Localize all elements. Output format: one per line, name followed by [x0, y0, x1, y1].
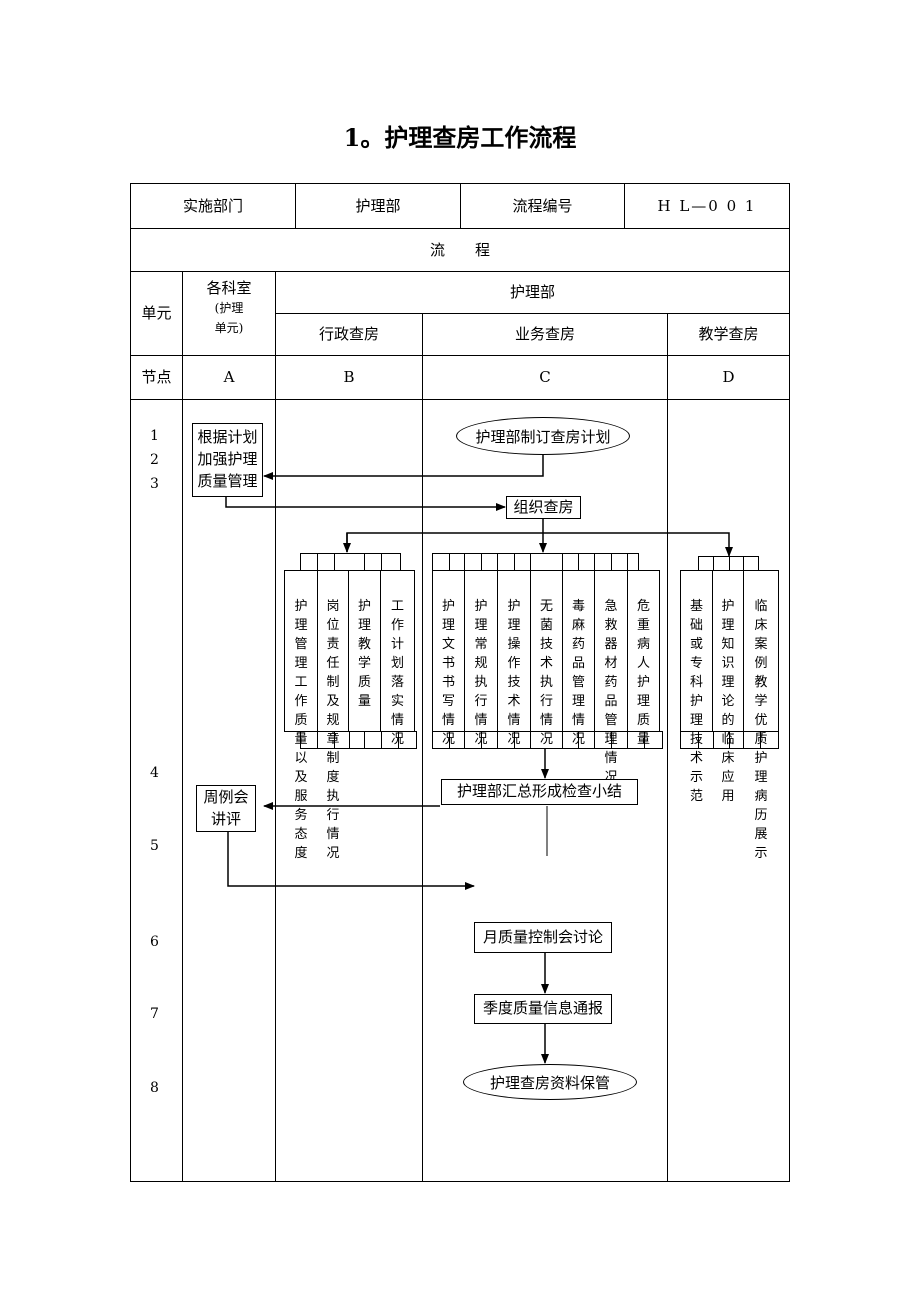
step-monthly: 月质量控制会讨论	[474, 922, 612, 953]
step-plan: 护理部制订查房计划	[456, 417, 630, 455]
flow-label: 流 程	[429, 240, 490, 259]
code-value: H L—0 0 1	[657, 196, 757, 215]
row-number: 8	[150, 1080, 159, 1096]
node-d: D	[722, 368, 735, 387]
col-a-sub2: 单元)	[214, 321, 244, 336]
step-organize: 组织查房	[506, 496, 581, 519]
col-d-header: 教学查房	[698, 325, 759, 344]
step-archive: 护理查房资料保管	[463, 1064, 637, 1100]
node-b: B	[343, 368, 355, 387]
col-a-title: 各科室	[206, 279, 252, 297]
unit-label: 单元	[141, 304, 172, 323]
teaching-item: 护理知识理论的临床应用	[712, 570, 744, 804]
business-item: 毒麻药品管理情况	[562, 570, 595, 747]
row-number: 1	[150, 428, 159, 444]
row-number: 3	[150, 476, 159, 492]
business-item: 急救器材药品管理情况	[594, 570, 628, 785]
col-b-header: 行政查房	[318, 325, 379, 344]
business-item: 护理常规执行情况	[464, 570, 498, 747]
step-quarterly: 季度质量信息通报	[474, 994, 612, 1024]
code-label: 流程编号	[512, 196, 573, 215]
node-a: A	[223, 368, 235, 387]
dept-label: 实施部门	[182, 196, 243, 215]
dept-value: 护理部	[355, 196, 401, 215]
step-summary: 护理部汇总形成检查小结	[441, 779, 638, 805]
col-a-sub: (护理	[214, 301, 244, 316]
admin-item: 工作计划落实情况	[380, 570, 415, 747]
row-number: 7	[150, 1006, 159, 1022]
business-item: 无菌技术执行情况	[530, 570, 563, 747]
row-number: 5	[150, 838, 159, 854]
teaching-item: 基础或专科护理技术示范	[680, 570, 713, 804]
row-number: 2	[150, 452, 159, 468]
nursing-dept-header: 护理部	[509, 283, 555, 302]
admin-item: 岗位责任制及规章制度执行情况	[317, 570, 349, 861]
admin-item: 护理教学质量	[348, 570, 381, 732]
row-number: 4	[150, 765, 159, 781]
col-c-header: 业务查房	[514, 325, 575, 344]
business-item: 护理文书书写情况	[432, 570, 465, 747]
page-title: 1。护理查房工作流程	[343, 123, 577, 152]
admin-item: 护理管理工作质量以及服务态度	[284, 570, 318, 861]
step-strengthen: 根据计划加强护理质量管理	[192, 423, 263, 497]
business-item: 护理操作技术情况	[497, 570, 531, 747]
step-weekly: 周例会讲评	[196, 785, 256, 832]
teaching-item: 临床案例教学优质护理病历展示	[743, 570, 779, 861]
business-item: 危重病人护理质量	[627, 570, 660, 747]
node-label: 节点	[141, 368, 172, 387]
row-number: 6	[150, 934, 159, 950]
col-a-header: 各科室 (护理 单元)	[183, 278, 275, 337]
node-c: C	[539, 368, 551, 387]
